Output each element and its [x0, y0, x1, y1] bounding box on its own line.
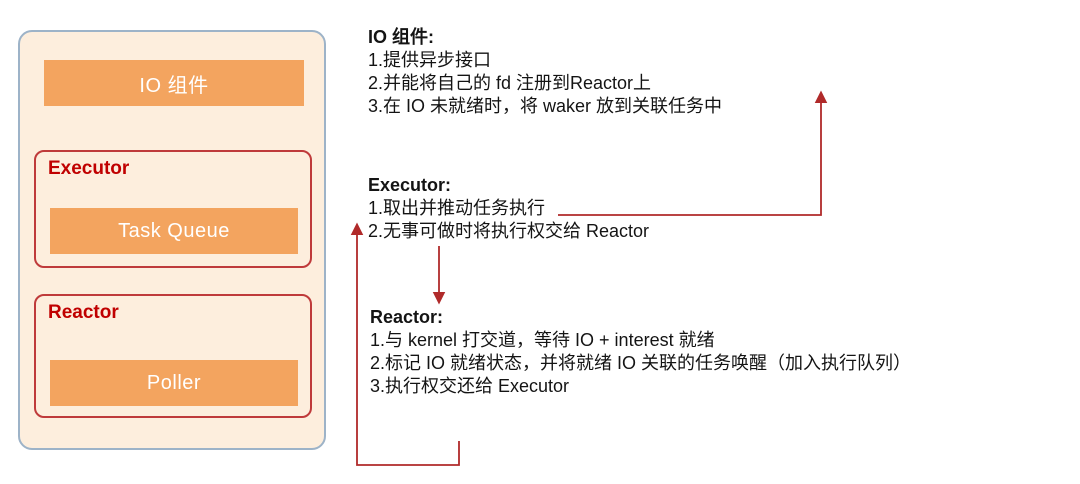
runtime-container: IO 组件 Executor Task Queue Reactor Poller [18, 30, 326, 450]
reactor-notes: Reactor: 1.与 kernel 打交道，等待 IO + interest… [370, 306, 911, 398]
executor-notes-title: Executor: [368, 175, 452, 195]
poller-box: Poller [50, 360, 298, 406]
executor-label: Executor [48, 158, 130, 179]
io-notes: IO 组件: 1.提供异步接口 2.并能将自己的 fd 注册到Reactor上 … [368, 26, 722, 118]
task-queue-box: Task Queue [50, 208, 298, 254]
io-notes-title: IO 组件: [368, 27, 434, 47]
executor-note-line-2: 2.无事可做时将执行权交给 Reactor [368, 221, 650, 241]
io-note-line-3: 3.在 IO 未就绪时，将 waker 放到关联任务中 [368, 96, 723, 116]
io-note-line-1: 1.提供异步接口 [368, 50, 492, 70]
reactor-box: Reactor Poller [34, 294, 312, 418]
reactor-notes-title: Reactor: [370, 307, 444, 327]
io-component-box: IO 组件 [44, 60, 304, 106]
io-note-line-2: 2.并能将自己的 fd 注册到Reactor上 [368, 73, 652, 93]
reactor-label: Reactor [48, 302, 119, 323]
reactor-note-line-1: 1.与 kernel 打交道，等待 IO + interest 就绪 [370, 330, 715, 350]
reactor-note-line-2: 2.标记 IO 就绪状态，并将就绪 IO 关联的任务唤醒（加入执行队列） [370, 353, 912, 373]
executor-box: Executor Task Queue [34, 150, 312, 268]
executor-notes: Executor: 1.取出并推动任务执行 2.无事可做时将执行权交给 Reac… [368, 174, 649, 243]
executor-note-line-1: 1.取出并推动任务执行 [368, 198, 546, 218]
reactor-note-line-3: 3.执行权交还给 Executor [370, 376, 570, 396]
